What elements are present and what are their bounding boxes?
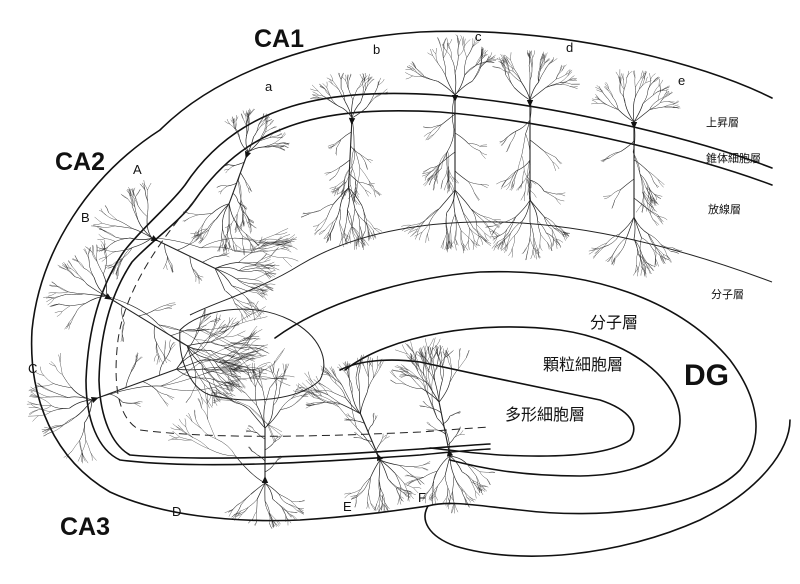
- dg-outer-path: [274, 270, 757, 515]
- outer-boundary-path: [30, 30, 773, 522]
- radiatum-boundary-line: [189, 221, 773, 316]
- neuron-a-soma: [245, 150, 251, 159]
- dg-granule-path: [344, 326, 681, 477]
- neuron-a: [182, 108, 290, 256]
- neurons-group: [26, 34, 683, 529]
- neuron-label-a: a: [265, 79, 273, 94]
- dg-hilus-path: [339, 359, 635, 457]
- region-label-ca1: CA1: [254, 25, 304, 53]
- neuron-d-soma: [526, 100, 534, 107]
- dg-layer-label-molecular: 分子層: [590, 313, 638, 332]
- neuron-c: [401, 34, 502, 254]
- dg-layer-label-granule: 顆粒細胞層: [543, 355, 623, 374]
- neuron-C-soma: [90, 397, 99, 403]
- neuron-A: [90, 180, 299, 323]
- neuron-F-soma: [446, 449, 454, 457]
- neuron-d: [485, 50, 581, 261]
- neuron-label-A: A: [133, 162, 142, 177]
- layer-label-oriens: 上昇層: [706, 116, 739, 129]
- mossy-fiber-dashed-line: [115, 199, 491, 437]
- neuron-label-c: c: [475, 29, 482, 44]
- neuron-e-soma: [630, 122, 638, 129]
- neuron-E-soma: [377, 453, 383, 462]
- neuron-label-e: e: [678, 73, 685, 88]
- neuron-label-d: d: [566, 40, 573, 55]
- neuron-label-E: E: [343, 499, 352, 514]
- dentate-gyrus-outline: [179, 270, 757, 515]
- neuron-C: [26, 308, 295, 464]
- pyramidal-upper-line: [85, 92, 773, 466]
- region-label-ca3: CA3: [60, 513, 110, 541]
- neuron-c-soma: [451, 95, 459, 102]
- neuron-F: [389, 337, 496, 514]
- neuron-label-F: F: [418, 490, 426, 505]
- neuron-A-soma: [150, 235, 159, 241]
- region-label-dg: DG: [684, 359, 729, 392]
- neuron-b-soma: [348, 117, 356, 125]
- fimbria-path: [424, 419, 791, 557]
- region-label-ca2: CA2: [55, 148, 105, 176]
- neuron-label-C: C: [28, 361, 37, 376]
- neuron-b: [301, 72, 389, 251]
- neuron-label-B: B: [81, 210, 90, 225]
- neuron-D: [168, 360, 312, 529]
- dg-inner-curve: [179, 308, 325, 401]
- layer-label-radiatum: 放線層: [708, 202, 741, 216]
- layer-label-ca-molecular: 分子層: [711, 288, 744, 301]
- neuron-E: [293, 354, 431, 514]
- neuron-label-b: b: [373, 42, 380, 57]
- hippocampus-outer-boundary: [30, 30, 791, 557]
- dg-layer-label-polymorphic: 多形細胞層: [505, 405, 585, 424]
- pyramidal-layer-band: [85, 92, 773, 466]
- neuron-e: [588, 69, 683, 278]
- layer-label-pyramidal: 錐体細胞層: [706, 151, 761, 165]
- neuron-B: [43, 240, 270, 409]
- neuron-label-D: D: [172, 504, 181, 519]
- neuron-B-soma: [104, 293, 112, 300]
- neuron-D-soma: [261, 476, 269, 483]
- pyramidal-lower-line: [98, 109, 773, 459]
